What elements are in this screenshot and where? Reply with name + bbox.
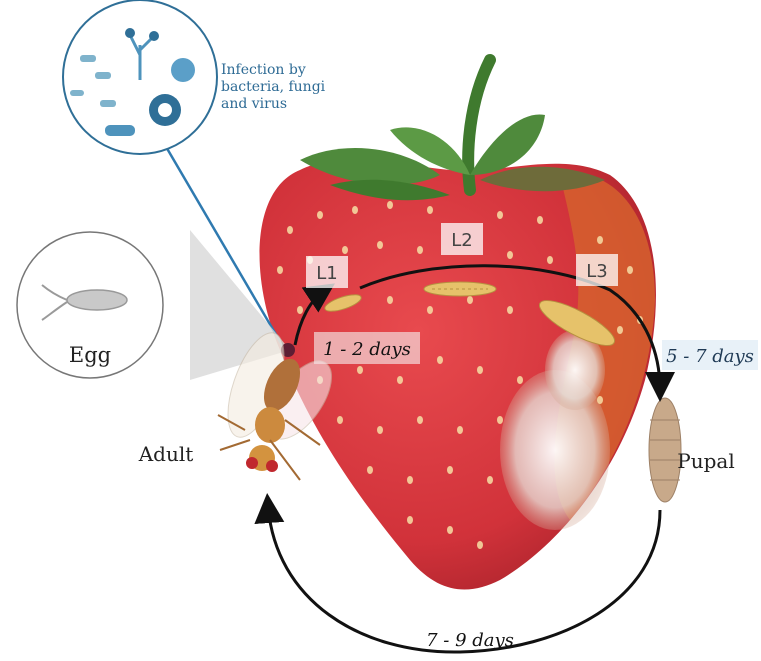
- egg-label: Egg: [69, 343, 111, 367]
- larva-l2-icon: [424, 282, 496, 296]
- infection-label-line1: Infection by: [221, 62, 306, 78]
- pupa-icon: [649, 398, 681, 502]
- infection-label-line3: and virus: [221, 96, 287, 112]
- pupal-label: Pupal: [677, 449, 734, 473]
- duration-larva-to-pupa: 5 - 7 days: [662, 340, 758, 370]
- stage-tag-l2: L2: [441, 223, 483, 255]
- adult-label: Adult: [138, 442, 194, 466]
- duration-larva-to-pupa-text: 5 - 7 days: [666, 346, 754, 367]
- infection-label-line2: bacteria, fungi: [221, 79, 326, 95]
- duration-pupa-to-adult: 7 - 9 days: [426, 630, 514, 651]
- stage-tag-l1-text: L1: [316, 263, 337, 284]
- stage-tag-l2-text: L2: [451, 230, 472, 251]
- stage-tag-l3: L3: [576, 254, 618, 286]
- duration-egg-to-larva: 1 - 2 days: [314, 332, 420, 364]
- duration-egg-to-larva-text: 1 - 2 days: [323, 339, 411, 360]
- stage-tag-l1: L1: [306, 256, 348, 288]
- stage-tag-l3-text: L3: [586, 261, 607, 282]
